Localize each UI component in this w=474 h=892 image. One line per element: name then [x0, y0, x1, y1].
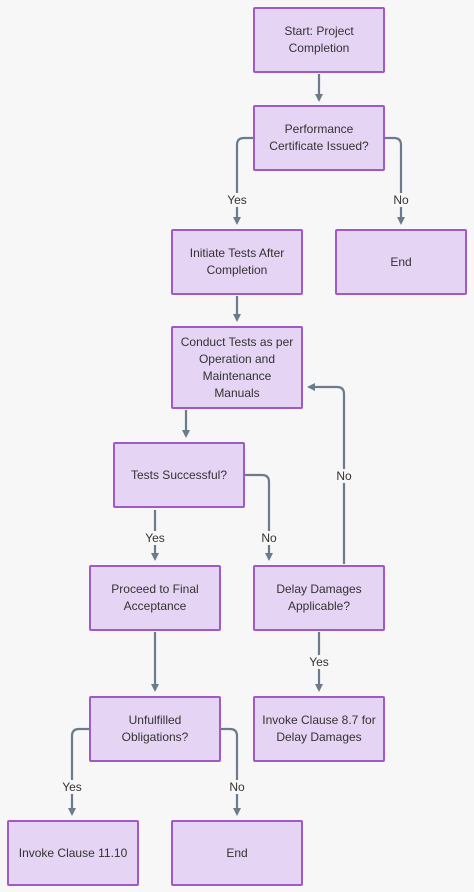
node-clause-8-7: Invoke Clause 8.7 for Delay Damages	[253, 696, 385, 762]
node-delay-damages: Delay Damages Applicable?	[253, 565, 385, 631]
edge-label-tests-no: No	[259, 531, 279, 545]
node-unfulfilled-obligations: Unfulfilled Obligations?	[89, 696, 221, 762]
edge-perf-no	[385, 136, 405, 225]
edge-unf-no	[221, 727, 241, 816]
edge-label-delay-no: No	[334, 469, 354, 483]
edge-label-unf-no: No	[227, 780, 247, 794]
node-final-acceptance: Proceed to Final Acceptance	[89, 565, 221, 631]
node-tests-successful: Tests Successful?	[113, 442, 245, 508]
node-conduct-tests: Conduct Tests as per Operation and Maint…	[171, 326, 303, 409]
node-end-bottom: End	[171, 820, 303, 886]
node-performance-certificate: Performance Certificate Issued?	[253, 105, 385, 171]
edge-label-perf-no: No	[391, 193, 411, 207]
edge-label-tests-yes: Yes	[143, 531, 167, 545]
node-end-top: End	[335, 229, 467, 295]
edge-delay-no	[307, 383, 346, 564]
edge-unf-yes	[68, 727, 89, 816]
edge-perf-yes	[233, 136, 253, 225]
node-initiate-tests: Initiate Tests After Completion	[171, 229, 303, 295]
edge-label-unf-yes: Yes	[60, 780, 84, 794]
edge-label-delay-yes: Yes	[307, 655, 331, 669]
edge-label-perf-yes: Yes	[225, 193, 249, 207]
edge-tests-no	[245, 473, 273, 561]
node-clause-11-10: Invoke Clause 11.10	[7, 820, 139, 886]
node-start: Start: Project Completion	[253, 7, 385, 73]
